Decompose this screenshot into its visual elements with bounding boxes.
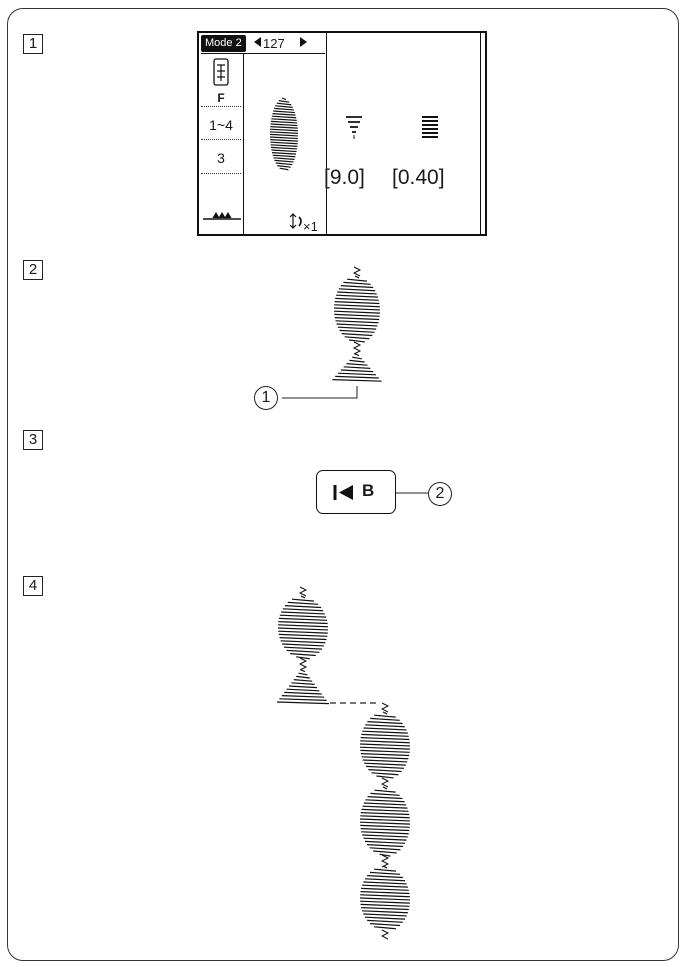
- width-value: [9.0]: [324, 166, 365, 189]
- step-1-label: 1: [23, 34, 43, 54]
- step-2-label: 2: [23, 260, 43, 280]
- repeat-icon: [289, 213, 302, 229]
- tension-value: 3: [217, 150, 225, 166]
- dotted-sep-1: [201, 106, 241, 107]
- callout-2: 2: [428, 482, 452, 506]
- dotted-sep-2: [201, 139, 241, 140]
- lcd-screen: Mode 2 127 F 1~4 3 ×1 [9.0] [0.40]: [197, 31, 487, 236]
- stitch-width-icon: [346, 116, 362, 139]
- step-4-label: 4: [23, 576, 43, 596]
- divider-left: [243, 53, 244, 234]
- foot-letter: F: [217, 91, 225, 105]
- presser-foot-icon: [213, 58, 229, 86]
- restart-button[interactable]: B: [316, 470, 396, 514]
- length-value: [0.40]: [392, 166, 445, 189]
- header-line: [201, 53, 325, 54]
- restart-icon: [333, 485, 353, 500]
- mode-badge: Mode 2: [201, 35, 246, 52]
- pattern-number: 127: [263, 36, 285, 51]
- divider-right: [480, 33, 481, 234]
- feed-dog-icon: [203, 212, 241, 220]
- previous-pattern-icon[interactable]: [254, 37, 261, 47]
- leader-line-1: [282, 386, 358, 399]
- callout-1: 1: [254, 386, 278, 410]
- satin-bead-icon: [269, 97, 299, 171]
- dotted-sep-3: [201, 173, 241, 174]
- restart-button-label: B: [362, 481, 375, 500]
- stitch-length-icon: [422, 116, 438, 138]
- tension-range: 1~4: [209, 117, 233, 133]
- divider-mid: [326, 33, 327, 234]
- next-pattern-icon[interactable]: [300, 37, 307, 47]
- repeat-count: ×1: [303, 219, 318, 234]
- page-frame: [7, 8, 679, 961]
- step-3-label: 3: [23, 430, 43, 450]
